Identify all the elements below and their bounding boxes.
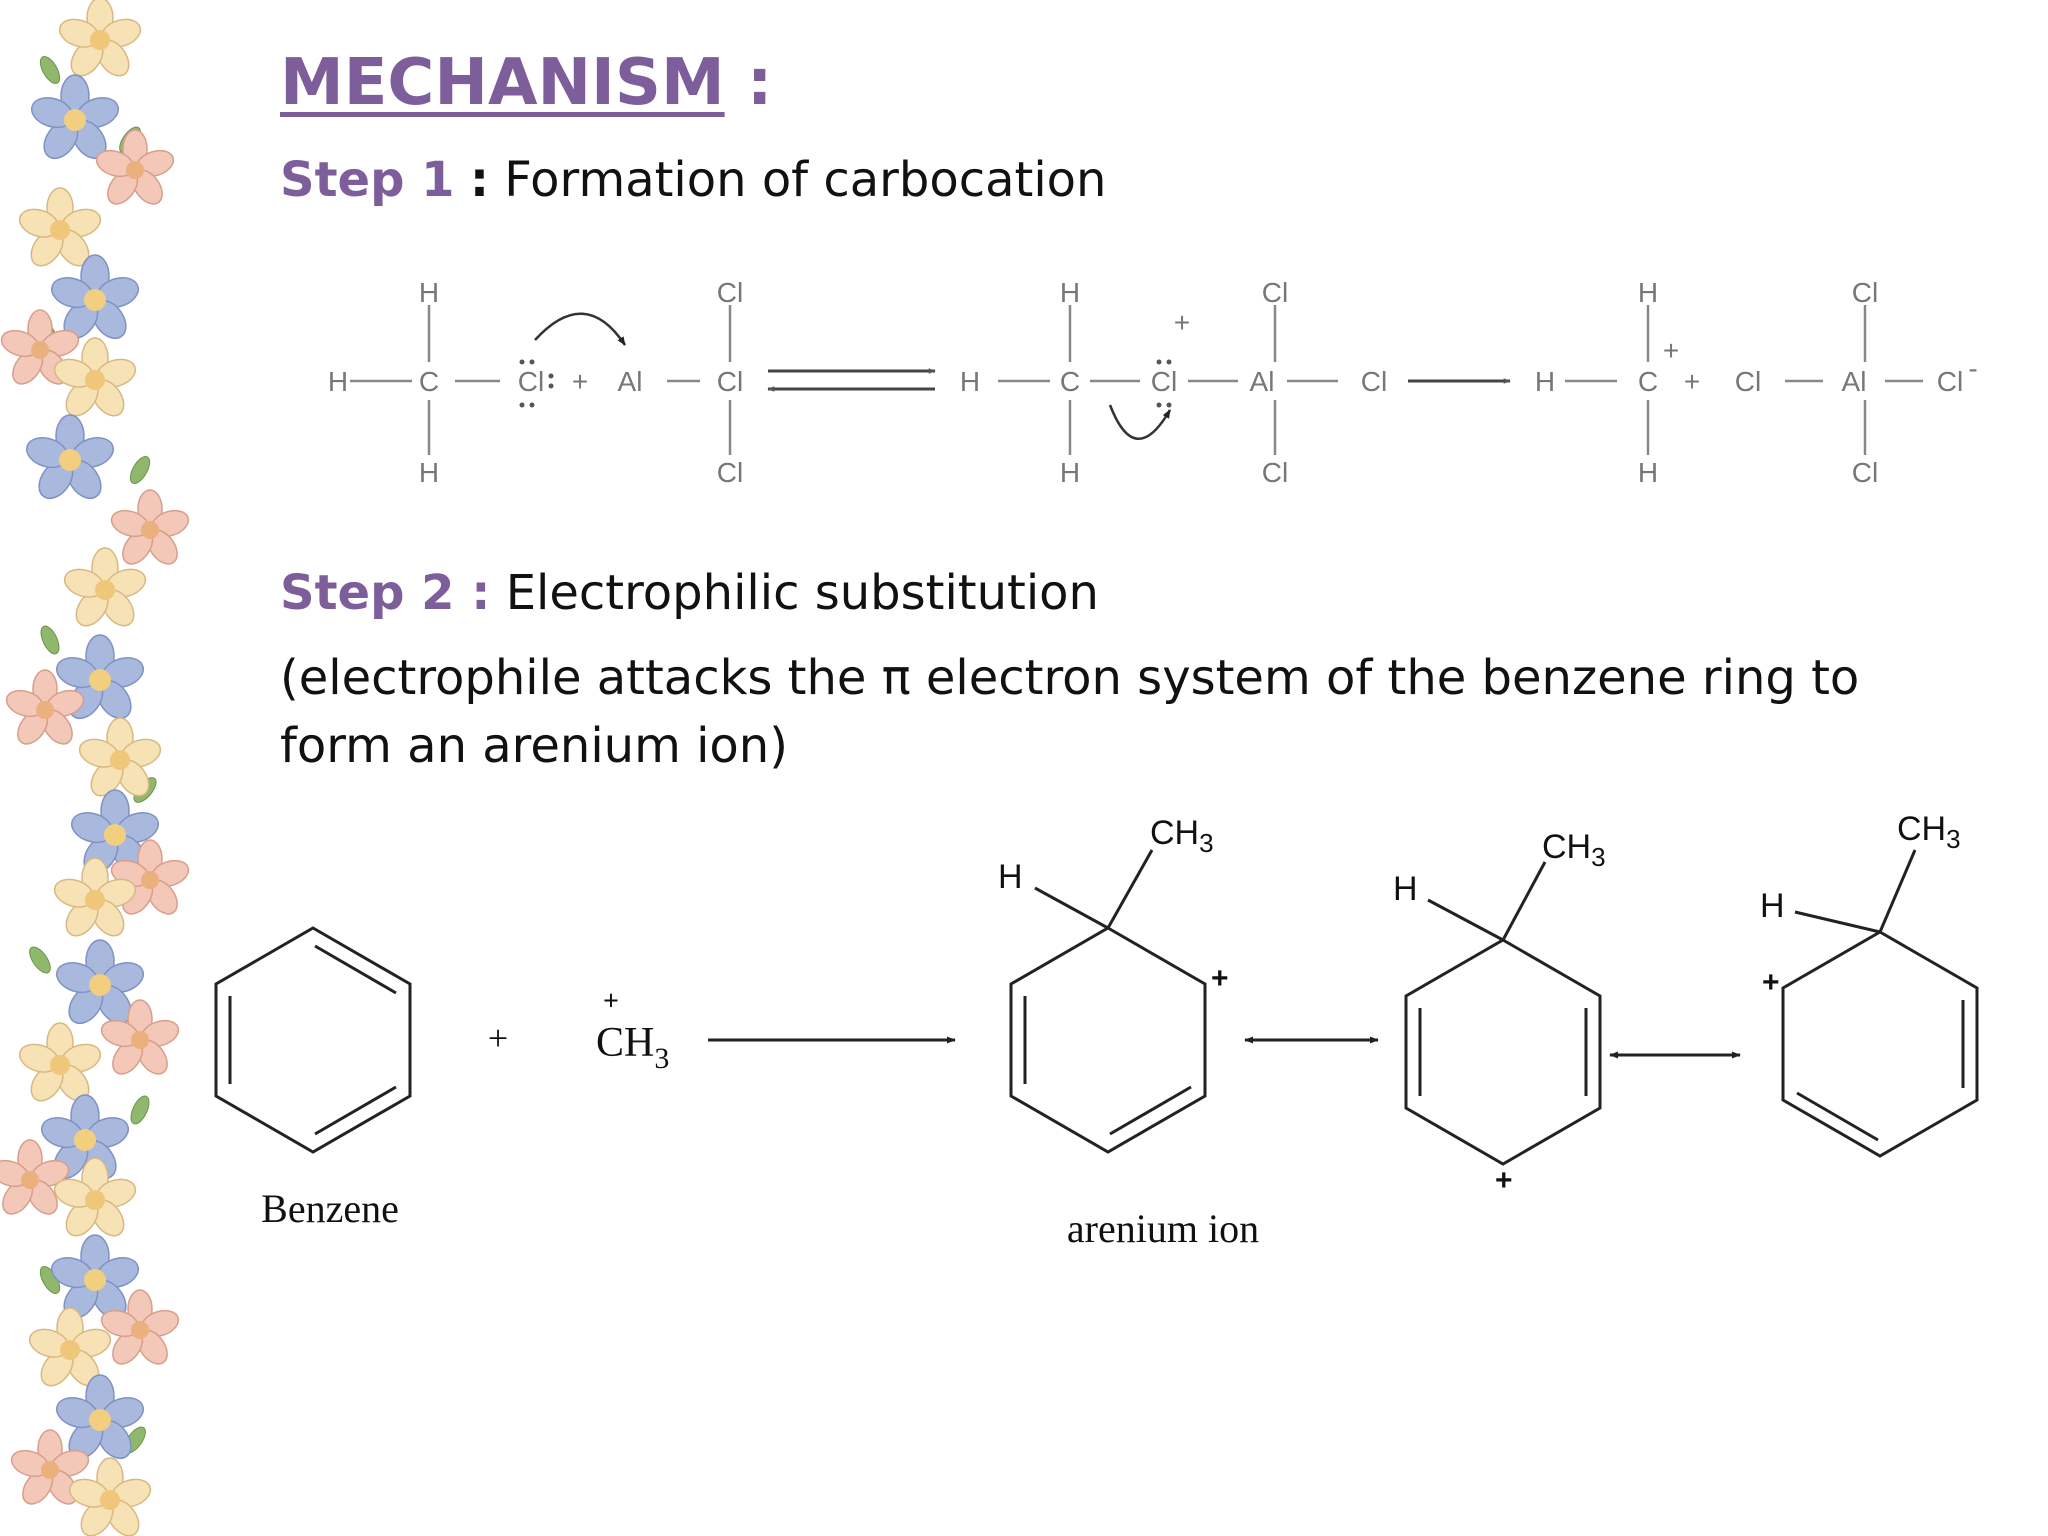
step1-heading: Step 1 : Formation of carbocation	[280, 152, 1106, 208]
atom-cl: Cl	[518, 366, 544, 397]
reaction1	[350, 305, 1923, 455]
step1-text: Formation of carbocation	[504, 152, 1107, 208]
plus-sign: +	[572, 366, 588, 397]
step2-description-line1: (electrophile attacks the π electron sys…	[280, 650, 1860, 706]
atom-cl: Cl	[717, 457, 743, 488]
benzene-label: Benzene	[261, 1186, 399, 1231]
cation-charge: +	[603, 986, 619, 1017]
methyl-group: CH3	[1150, 814, 1214, 858]
atom-h: H	[1638, 457, 1658, 488]
methyl-cation: CH3	[596, 1020, 669, 1075]
atom-h: H	[419, 277, 439, 308]
atom-cl: Cl	[717, 277, 743, 308]
atom-h: H	[960, 366, 980, 397]
title-colon: :	[746, 46, 773, 120]
atom-cl: Cl	[1151, 366, 1177, 397]
positive-charge: +	[1174, 307, 1190, 338]
plus-sign: +	[1684, 366, 1700, 397]
reaction2-labels: Benzene + + CH3 arenium ion CH3 H + CH3 …	[261, 810, 1960, 1251]
atom-h: H	[419, 457, 439, 488]
atom-h: H	[1638, 277, 1658, 308]
atom-c: C	[1638, 366, 1658, 397]
atom-cl: Cl	[717, 366, 743, 397]
methyl-group: CH3	[1542, 828, 1606, 872]
reaction1-labels: H C H H Cl + Al Cl Cl Cl H C H H Cl + Al…	[328, 277, 1978, 488]
page-title: MECHANISM :	[280, 46, 773, 120]
arenium-ring-1	[1009, 926, 1207, 1154]
anion-charge: -	[1968, 353, 1977, 384]
reaction2	[214, 849, 1979, 1166]
atom-h: H	[328, 366, 348, 397]
atom-cl: Cl	[1852, 457, 1878, 488]
hydrogen-label: H	[1760, 887, 1785, 925]
atom-h: H	[1535, 366, 1555, 397]
step2-label: Step 2 :	[280, 565, 491, 621]
positive-charge: +	[1495, 1164, 1513, 1197]
arenium-label: arenium ion	[1067, 1206, 1259, 1251]
atom-cl: Cl	[1735, 366, 1761, 397]
methyl-group: CH3	[1897, 810, 1961, 854]
atom-cl: Cl	[1852, 277, 1878, 308]
hydrogen-label: H	[998, 858, 1023, 896]
atom-h: H	[1060, 457, 1080, 488]
title-text: MECHANISM	[280, 46, 725, 120]
atom-al: Al	[618, 366, 643, 397]
atom-c: C	[1060, 366, 1080, 397]
step2-text: Electrophilic substitution	[505, 565, 1099, 621]
step1-label: Step 1	[280, 152, 455, 208]
arenium-ring-3	[1781, 930, 1979, 1158]
chloride-anion: Cl	[1937, 366, 1963, 397]
methyl-subscript: 3	[654, 1042, 669, 1075]
atom-c: C	[419, 366, 439, 397]
benzene-ring	[214, 926, 412, 1154]
step2-description-line2: form an arenium ion)	[280, 718, 788, 774]
plus-sign: +	[488, 1018, 508, 1058]
positive-charge: +	[1762, 966, 1780, 999]
atom-h: H	[1060, 277, 1080, 308]
positive-charge: +	[1663, 335, 1679, 366]
hydrogen-label: H	[1393, 870, 1418, 908]
step2-heading: Step 2 : Electrophilic substitution	[280, 565, 1099, 621]
methyl-text: CH	[596, 1020, 654, 1066]
atom-al: Al	[1842, 366, 1867, 397]
atom-cl: Cl	[1361, 366, 1387, 397]
positive-charge: +	[1211, 962, 1229, 995]
step1-separator: :	[469, 152, 490, 208]
atom-cl: Cl	[1262, 277, 1288, 308]
atom-al: Al	[1250, 366, 1275, 397]
arenium-ring-2	[1404, 938, 1602, 1166]
atom-cl: Cl	[1262, 457, 1288, 488]
